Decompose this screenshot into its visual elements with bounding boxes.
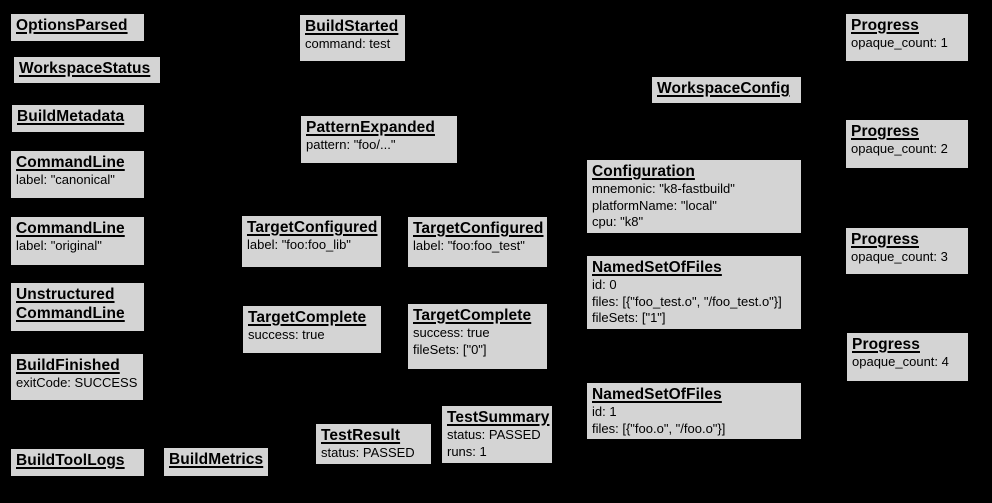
node-title: WorkspaceStatus — [19, 60, 151, 77]
node-title: CommandLine — [16, 154, 125, 171]
node-attribute: opaque_count: 4 — [852, 354, 949, 369]
node-title: TargetConfigured — [247, 219, 378, 236]
node-title: TargetComplete — [413, 307, 532, 324]
node-attribute: command: test — [305, 36, 391, 51]
node-attribute: files: [{"foo.o", "/foo.o"}] — [592, 420, 726, 436]
node-attribute: status: PASSED — [447, 427, 541, 442]
node-title: PatternExpanded — [306, 119, 435, 136]
node-title: BuildMetadata — [17, 108, 125, 125]
node-attribute: fileSets: ["0"] — [413, 341, 487, 357]
node-unstructured-command-line: Unstructured CommandLine — [10, 282, 145, 332]
node-title: NamedSetOfFiles — [592, 386, 722, 403]
node-attribute: cpu: "k8" — [592, 214, 644, 229]
node-workspace-status: WorkspaceStatus — [13, 56, 161, 84]
node-build-metadata: BuildMetadata — [11, 104, 145, 133]
node-title: Progress — [851, 17, 919, 34]
node-title: CommandLine — [16, 220, 125, 237]
node-attribute: opaque_count: 1 — [851, 35, 948, 50]
node-title: OptionsParsed — [16, 17, 128, 34]
node-attribute: mnemonic: "k8-fastbuild" — [592, 181, 735, 196]
node-attribute: success: true — [413, 325, 490, 340]
node-title: BuildStarted — [305, 18, 399, 35]
node-attribute: id: 1 — [592, 404, 617, 419]
node-attribute: opaque_count: 3 — [851, 249, 948, 264]
node-title: TargetComplete — [248, 309, 367, 326]
node-title: Progress — [852, 336, 920, 353]
node-title: WorkspaceConfig — [657, 80, 790, 97]
node-build-metrics: BuildMetrics — [163, 447, 269, 477]
node-attribute: fileSets: ["1"] — [592, 310, 666, 325]
node-title: TestResult — [321, 427, 401, 444]
node-attribute: pattern: "foo/..." — [306, 137, 396, 152]
node-title: Progress — [851, 231, 919, 248]
node-title: TargetConfigured — [413, 220, 544, 237]
node-title: TestSummary — [447, 409, 550, 426]
node-title: BuildMetrics — [169, 451, 264, 468]
node-title: NamedSetOfFiles — [592, 259, 722, 276]
node-attribute: exitCode: SUCCESS — [16, 375, 138, 390]
node-attribute: opaque_count: 2 — [851, 141, 948, 156]
node-attribute: platformName: "local" — [592, 197, 717, 213]
node-attribute: success: true — [248, 327, 325, 342]
node-title: Configuration — [592, 163, 695, 180]
node-title: BuildFinished — [16, 357, 120, 374]
node-attribute: status: PASSED — [321, 445, 415, 460]
node-workspace-config: WorkspaceConfig — [651, 76, 802, 104]
node-attribute: id: 0 — [592, 277, 617, 292]
node-title: Unstructured CommandLine — [16, 286, 125, 322]
node-attribute: files: [{"foo_test.o", "/foo_test.o"}] — [592, 293, 782, 309]
node-attribute: label: "foo:foo_test" — [413, 238, 525, 253]
node-title: Progress — [851, 123, 919, 140]
node-build-tool-logs: BuildToolLogs — [10, 448, 145, 477]
node-options-parsed: OptionsParsed — [10, 13, 145, 42]
node-title: BuildToolLogs — [16, 452, 125, 469]
node-attribute: runs: 1 — [447, 443, 487, 459]
node-attribute: label: "original" — [16, 238, 102, 253]
node-attribute: label: "foo:foo_lib" — [247, 237, 351, 252]
node-attribute: label: "canonical" — [16, 172, 115, 187]
